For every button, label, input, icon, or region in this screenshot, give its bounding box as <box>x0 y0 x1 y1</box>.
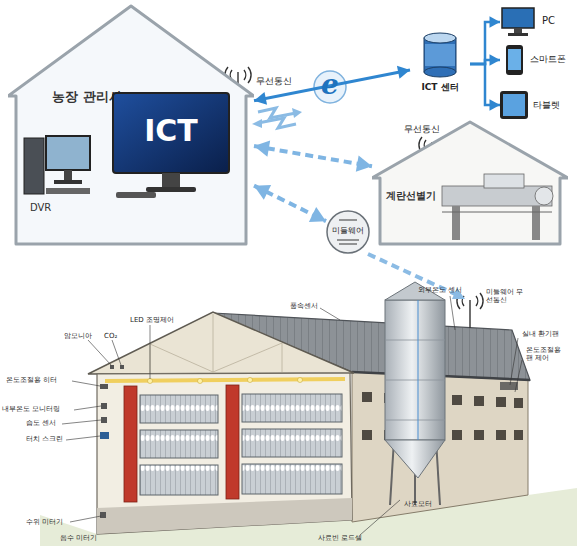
callout-label: 온도조절용 팬 제어 <box>526 346 570 362</box>
feed-pipe <box>226 385 239 499</box>
house-shape-outline <box>372 120 568 246</box>
arrow-head <box>452 288 465 299</box>
ict-center-server: ICT 센터 <box>410 30 470 98</box>
barn-floor <box>97 498 352 534</box>
node-text: 타블렛 <box>533 100 560 110</box>
node-text: 미들웨어 <box>326 226 370 235</box>
node-text: 농장 관리사 <box>52 90 122 105</box>
arrow-head <box>490 54 501 66</box>
leader-lines <box>62 296 522 535</box>
callout-label: 암모니아 <box>64 332 92 340</box>
callout-label: LED 조명제어 <box>130 316 174 324</box>
callout-label: 수위 미터기 <box>26 518 63 526</box>
callout-label: 습도 센서 <box>26 419 56 427</box>
vent-fan <box>500 382 518 390</box>
node-text: PC <box>542 15 555 27</box>
connector-arrow <box>254 66 410 105</box>
pc-device-outline <box>500 6 574 38</box>
node-text: ICT <box>112 114 230 149</box>
arrow-head <box>309 207 326 222</box>
callout-label: 내부온도 모니터링 <box>2 405 60 413</box>
node-text: 계란선별기 <box>386 190 436 202</box>
connector-arrow <box>470 16 500 64</box>
middleware-link <box>368 254 455 294</box>
arrow-head <box>254 140 270 156</box>
ict-monitor: ICT <box>112 92 230 200</box>
connector-line <box>470 64 500 105</box>
arrow-head <box>356 156 372 172</box>
connector-line <box>254 146 372 166</box>
pc-device: PC <box>500 6 574 38</box>
dvr-computer-outline <box>18 130 94 222</box>
callout-label: 온도조절용 히터 <box>6 376 57 384</box>
led-lamps <box>148 378 303 384</box>
feed-pipe <box>124 386 137 502</box>
callout-label: 미들웨어 무선통신 <box>486 288 526 304</box>
arrow-head <box>490 16 501 28</box>
arrow-head <box>397 66 410 79</box>
callout-label: 풍속센서 <box>290 302 318 310</box>
callout-label: 음수 미터기 <box>60 534 97 542</box>
arrow-head <box>254 185 271 200</box>
callout-label: CO₂ <box>104 332 117 340</box>
connector-line <box>254 186 326 222</box>
node-text: DVR <box>30 202 51 214</box>
barn-gable <box>88 312 354 374</box>
cage-stack <box>140 394 342 495</box>
house-shape: 계란선별기 <box>372 120 568 246</box>
led-strip <box>105 379 345 381</box>
arrow-head <box>490 99 501 111</box>
arrow-head <box>292 108 302 118</box>
callout-label: 터치 스크린 <box>26 435 63 443</box>
node-text: ICT 센터 <box>410 82 470 92</box>
roof-truss <box>150 314 282 373</box>
callout-label: 실내 환기팬 <box>522 330 559 338</box>
house-shape: 농장 관리사 ICT DVR <box>8 4 254 246</box>
middleware-circle: 미들웨어 <box>326 210 370 254</box>
arrow-head <box>254 92 267 105</box>
wireless-signal <box>258 108 296 128</box>
connector-arrow <box>254 185 326 222</box>
callout-label: 외부온도 센서 <box>418 286 462 294</box>
callout-label: 사료모터 <box>404 500 432 508</box>
wall-sensors <box>100 365 124 518</box>
smartphone-device: 스마트폰 <box>500 44 574 76</box>
callout-label: 사료빈 로드셀 <box>318 534 362 542</box>
connector-arrow <box>254 140 372 171</box>
connector-arrow <box>470 64 500 111</box>
barn-interior <box>97 373 352 534</box>
callout-label: 무선통신 <box>256 76 292 86</box>
feed-silo <box>385 282 445 505</box>
callout-label: 무선통신 <box>404 124 440 134</box>
dvr-computer: DVR <box>18 130 94 222</box>
connector-line <box>254 70 410 101</box>
tablet-device: 타블렛 <box>500 88 574 122</box>
node-text: 스마트폰 <box>530 54 566 64</box>
arrow-head <box>252 119 262 128</box>
